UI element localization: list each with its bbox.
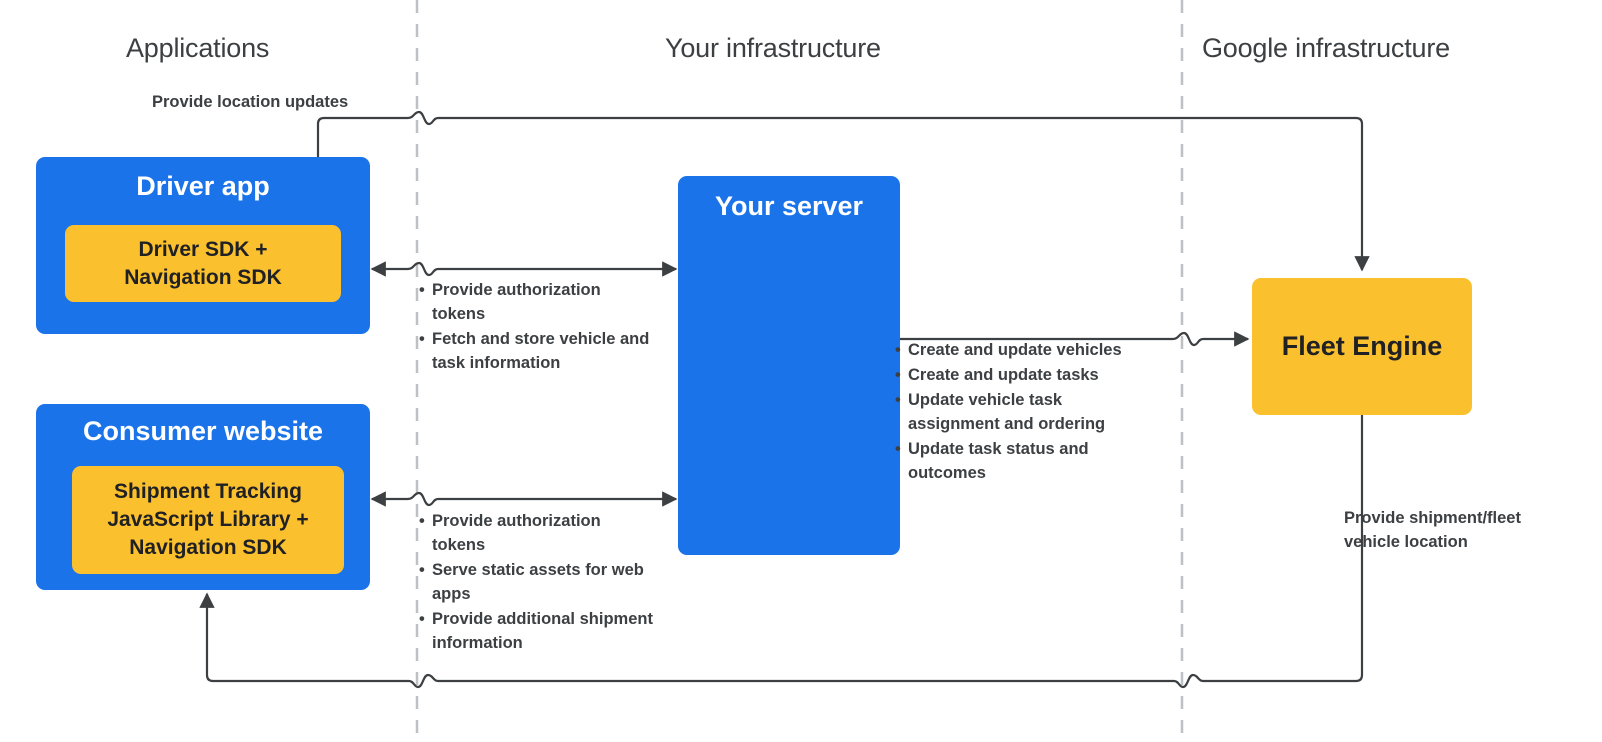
node-your-server-title: Your server bbox=[714, 191, 864, 221]
node-driver-app[interactable]: Driver app Driver SDK + Navigation SDK bbox=[36, 157, 370, 334]
node-shipment-tracking-library-label: Shipment Tracking JavaScript Library + N… bbox=[107, 480, 309, 559]
list-item: Create and update vehicles bbox=[895, 339, 1155, 363]
node-driver-sdk[interactable]: Driver SDK + Navigation SDK bbox=[65, 225, 341, 302]
connector-list-driver-server: Provide authorization tokens Fetch and s… bbox=[419, 279, 654, 377]
column-heading-google-infrastructure: Google infrastructure bbox=[1202, 33, 1450, 63]
node-fleet-engine-label: Fleet Engine bbox=[1281, 331, 1443, 361]
column-heading-applications: Applications bbox=[126, 33, 270, 63]
node-shipment-tracking-library[interactable]: Shipment Tracking JavaScript Library + N… bbox=[72, 466, 344, 574]
list-item: Serve static assets for web apps bbox=[419, 559, 654, 607]
node-consumer-website-title: Consumer website bbox=[82, 416, 324, 446]
list-item: Create and update tasks bbox=[895, 364, 1155, 388]
connector-web-server bbox=[370, 491, 678, 507]
list-item: Update vehicle task assignment and order… bbox=[895, 389, 1155, 437]
connector-label-provide-shipment-fleet-vehicle-location: Provide shipment/fleet vehicle location bbox=[1344, 509, 1521, 551]
node-your-server[interactable]: Your server bbox=[678, 176, 900, 555]
connector-list-server-fleet: Create and update vehicles Create and up… bbox=[895, 339, 1155, 487]
node-consumer-website[interactable]: Consumer website Shipment Tracking JavaS… bbox=[36, 404, 370, 590]
list-item: Provide additional shipment information bbox=[419, 608, 654, 656]
column-heading-your-infrastructure: Your infrastructure bbox=[665, 33, 881, 63]
list-item: Provide authorization tokens bbox=[419, 510, 654, 558]
connector-list-web-server: Provide authorization tokens Serve stati… bbox=[419, 510, 654, 657]
list-item: Update task status and outcomes bbox=[895, 438, 1155, 486]
connector-label-provide-location-updates: Provide location updates bbox=[152, 93, 349, 111]
list-item: Provide authorization tokens bbox=[419, 279, 654, 327]
node-driver-app-title: Driver app bbox=[136, 171, 270, 201]
list-item: Fetch and store vehicle and task informa… bbox=[419, 328, 654, 376]
connector-driver-server bbox=[370, 261, 678, 277]
node-driver-sdk-label: Driver SDK + Navigation SDK bbox=[124, 237, 282, 289]
node-fleet-engine[interactable]: Fleet Engine bbox=[1252, 278, 1472, 415]
